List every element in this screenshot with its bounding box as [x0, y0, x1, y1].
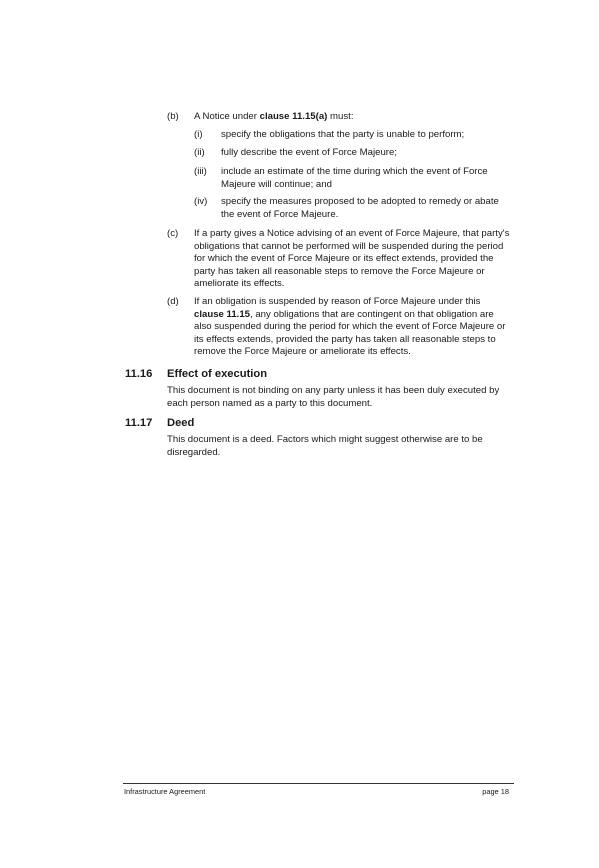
subitem-label: (i)	[194, 129, 203, 140]
section-11-16-heading: 11.16 Effect of execution	[125, 367, 515, 383]
section-11-17-text: This document is a deed. Factors which m…	[167, 434, 483, 458]
clause-b-subitem: (iii) include an estimate of the time du…	[194, 166, 514, 194]
clause-b-subitem: (ii) fully describe the event of Force M…	[194, 147, 514, 161]
subitem-text: fully describe the event of Force Majeur…	[221, 147, 397, 158]
subitem-label: (iv)	[194, 196, 208, 207]
section-11-16-text: This document is not binding on any part…	[167, 385, 500, 409]
subitem-label: (iii)	[194, 166, 207, 177]
section-title: Deed	[167, 417, 195, 429]
subitem-text: specify the measures proposed to be adop…	[221, 196, 499, 220]
section-number: 11.17	[125, 417, 153, 429]
subitem-text: specify the obligations that the party i…	[221, 129, 465, 140]
section-number: 11.16	[125, 368, 153, 380]
subitem-label: (ii)	[194, 147, 205, 158]
clause-b-text: A Notice under clause 11.15(a) must:	[194, 111, 354, 122]
clause-b-label: (b)	[167, 111, 179, 122]
clause-b-reference: clause 11.15(a)	[259, 111, 328, 122]
section-title: Effect of execution	[167, 368, 268, 380]
footer-rule	[123, 783, 514, 784]
clause-c: (c) If a party gives a Notice advising o…	[167, 228, 517, 292]
section-11-17-heading: 11.17 Deed	[125, 416, 515, 432]
clause-b-subitem: (iv) specify the measures proposed to be…	[194, 196, 514, 224]
clause-b-subitem: (i) specify the obligations that the par…	[194, 129, 514, 143]
clause-c-label: (c)	[167, 228, 179, 239]
clause-b: (b) A Notice under clause 11.15(a) must:	[167, 111, 517, 125]
clause-c-text: If a party gives a Notice advising of an…	[194, 228, 510, 290]
clause-d-text: If an obligation is suspended by reason …	[194, 296, 506, 358]
footer-page-number: page 18	[482, 787, 509, 796]
footer-document-title: Infrastructure Agreement	[124, 787, 206, 796]
clause-d: (d) If an obligation is suspended by rea…	[167, 296, 517, 360]
clause-d-label: (d)	[167, 296, 179, 307]
subitem-text: include an estimate of the time during w…	[221, 166, 488, 190]
clause-d-reference: clause 11.15	[194, 308, 251, 320]
